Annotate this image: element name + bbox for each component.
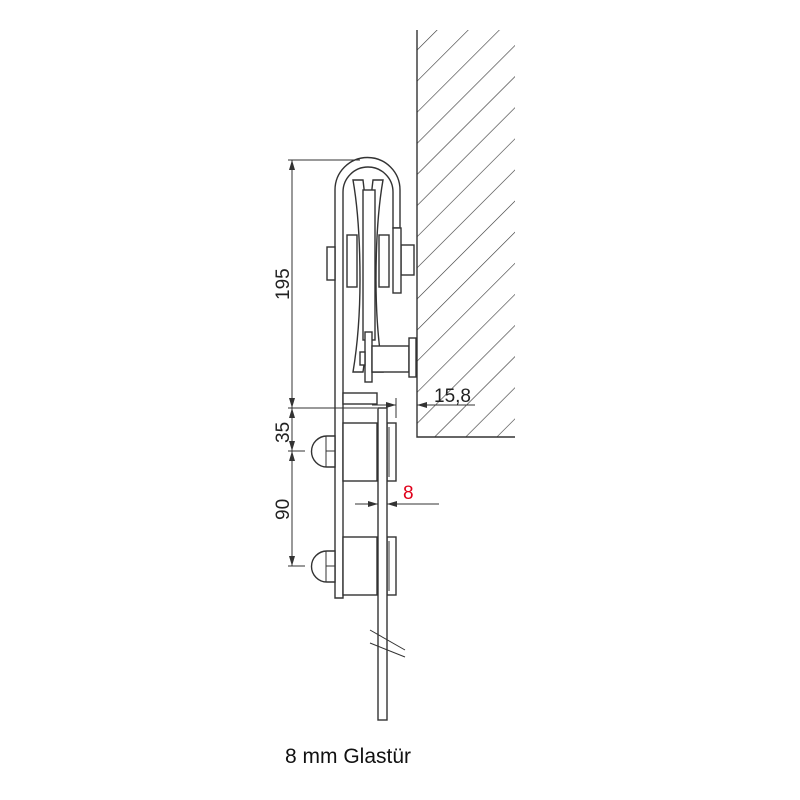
- axle-nut-left: [326, 246, 336, 281]
- dim-195: 195: [273, 268, 294, 300]
- glass-clamps: [342, 392, 397, 596]
- dim-35: 35: [273, 422, 294, 443]
- break-line: [369, 642, 406, 658]
- dim-15-8: 15,8: [434, 386, 471, 407]
- glass-panel: [369, 407, 406, 721]
- wall: [416, 30, 515, 438]
- bolt-heads: [310, 435, 336, 583]
- hub-right: [378, 234, 390, 288]
- dim-glass-8: 8: [403, 483, 414, 504]
- hub-left: [346, 234, 358, 288]
- wall-spacer: [359, 331, 417, 383]
- dimension-lines: [288, 159, 475, 567]
- hanger-bracket: [334, 156, 401, 599]
- axle-nut-right: [400, 244, 415, 276]
- break-line: [369, 629, 406, 651]
- dim-90: 90: [273, 499, 294, 520]
- caption: 8 mm Glastür: [285, 745, 412, 768]
